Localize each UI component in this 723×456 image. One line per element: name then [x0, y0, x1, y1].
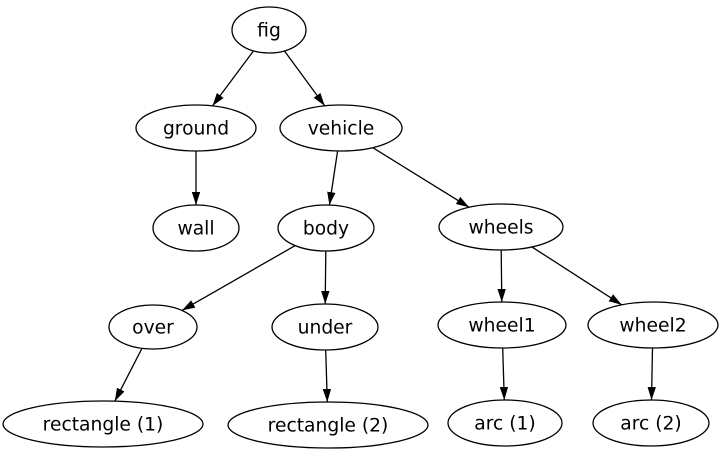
node-label-arc1: arc (1)	[474, 414, 535, 435]
node-label-body: body	[303, 219, 349, 240]
node-ellipse-fig	[231, 6, 307, 54]
node-ellipse-body	[277, 204, 375, 252]
node-arc2: arc (2)	[592, 399, 710, 447]
node-ellipse-arc1	[447, 399, 563, 447]
node-ellipse-vehicle	[279, 104, 403, 152]
node-over: over	[108, 304, 198, 350]
node-ellipse-rectangle1	[2, 400, 204, 448]
edge-fig-vehicle	[283, 50, 326, 107]
edge-wheels-wheel1	[497, 249, 506, 303]
node-wheel1: wheel1	[437, 301, 567, 349]
node-ellipse-wheel1	[437, 301, 567, 349]
node-vehicle: vehicle	[279, 104, 403, 152]
edge-vehicle-wheels	[372, 147, 470, 208]
node-wheel2: wheel2	[587, 301, 719, 349]
node-ellipse-arc2	[592, 399, 710, 447]
node-ellipse-rectangle2	[227, 401, 429, 449]
node-label-wheel1: wheel1	[468, 316, 535, 337]
node-label-over: over	[132, 318, 174, 339]
node-fig: fig	[231, 6, 307, 54]
edge-vehicle-body	[327, 150, 339, 206]
node-under: under	[271, 303, 379, 351]
edge-under-rectangle2	[322, 349, 332, 403]
node-ellipse-wheel2	[587, 301, 719, 349]
node-ellipse-wall	[152, 204, 240, 252]
node-label-wheel2: wheel2	[619, 316, 686, 337]
node-rectangle2: rectangle (2)	[227, 401, 429, 449]
node-ellipse-wheels	[438, 203, 564, 251]
node-label-fig: fig	[257, 21, 281, 42]
node-ellipse-under	[271, 303, 379, 351]
node-ground: ground	[135, 104, 257, 152]
edge-wheel1-arc1	[499, 347, 509, 401]
edge-wheels-wheel2	[531, 246, 623, 306]
node-label-wheels: wheels	[468, 218, 533, 239]
node-label-under: under	[298, 318, 353, 339]
edge-body-over	[181, 245, 296, 311]
node-rectangle1: rectangle (1)	[2, 400, 204, 448]
node-wall: wall	[152, 204, 240, 252]
node-label-vehicle: vehicle	[308, 119, 375, 140]
edge-fig-ground	[211, 50, 255, 107]
node-ellipse-over	[108, 304, 198, 350]
node-body: body	[277, 204, 375, 252]
node-label-rectangle1: rectangle (1)	[43, 415, 164, 436]
edge-over-rectangle1	[114, 348, 143, 402]
edge-body-under	[321, 250, 330, 305]
node-label-wall: wall	[177, 219, 214, 240]
node-label-arc2: arc (2)	[620, 414, 681, 435]
node-ellipse-ground	[135, 104, 257, 152]
edge-wheel2-arc2	[647, 347, 656, 401]
node-arc1: arc (1)	[447, 399, 563, 447]
node-label-ground: ground	[163, 119, 229, 140]
node-label-rectangle2: rectangle (2)	[268, 416, 389, 437]
node-wheels: wheels	[438, 203, 564, 251]
